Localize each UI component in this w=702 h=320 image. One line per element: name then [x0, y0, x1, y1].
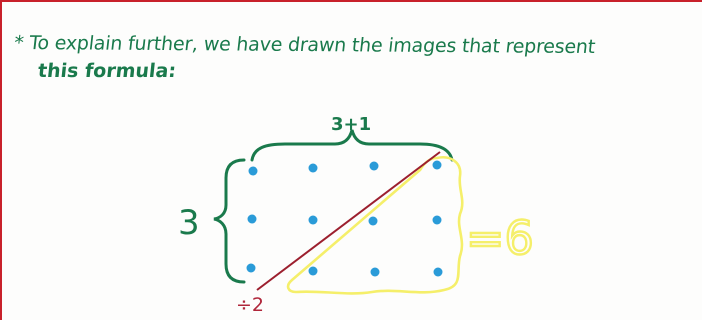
dot — [309, 164, 318, 173]
dot — [370, 162, 379, 171]
dot — [371, 268, 380, 277]
dot — [434, 268, 443, 277]
left-label: 3 — [178, 203, 200, 243]
dot — [248, 215, 257, 224]
diagonal-line — [257, 152, 440, 290]
dot — [309, 267, 318, 276]
divide-label: ÷2 — [236, 294, 264, 316]
dot — [309, 216, 318, 225]
dot — [369, 217, 378, 226]
left-brace — [214, 160, 244, 282]
dot — [247, 264, 256, 273]
dot — [433, 161, 442, 170]
dot — [433, 216, 442, 225]
dot-grid — [247, 161, 443, 277]
dot — [249, 167, 258, 176]
equals-label: =6 — [466, 211, 534, 265]
top-label: 3+1 — [331, 114, 371, 135]
